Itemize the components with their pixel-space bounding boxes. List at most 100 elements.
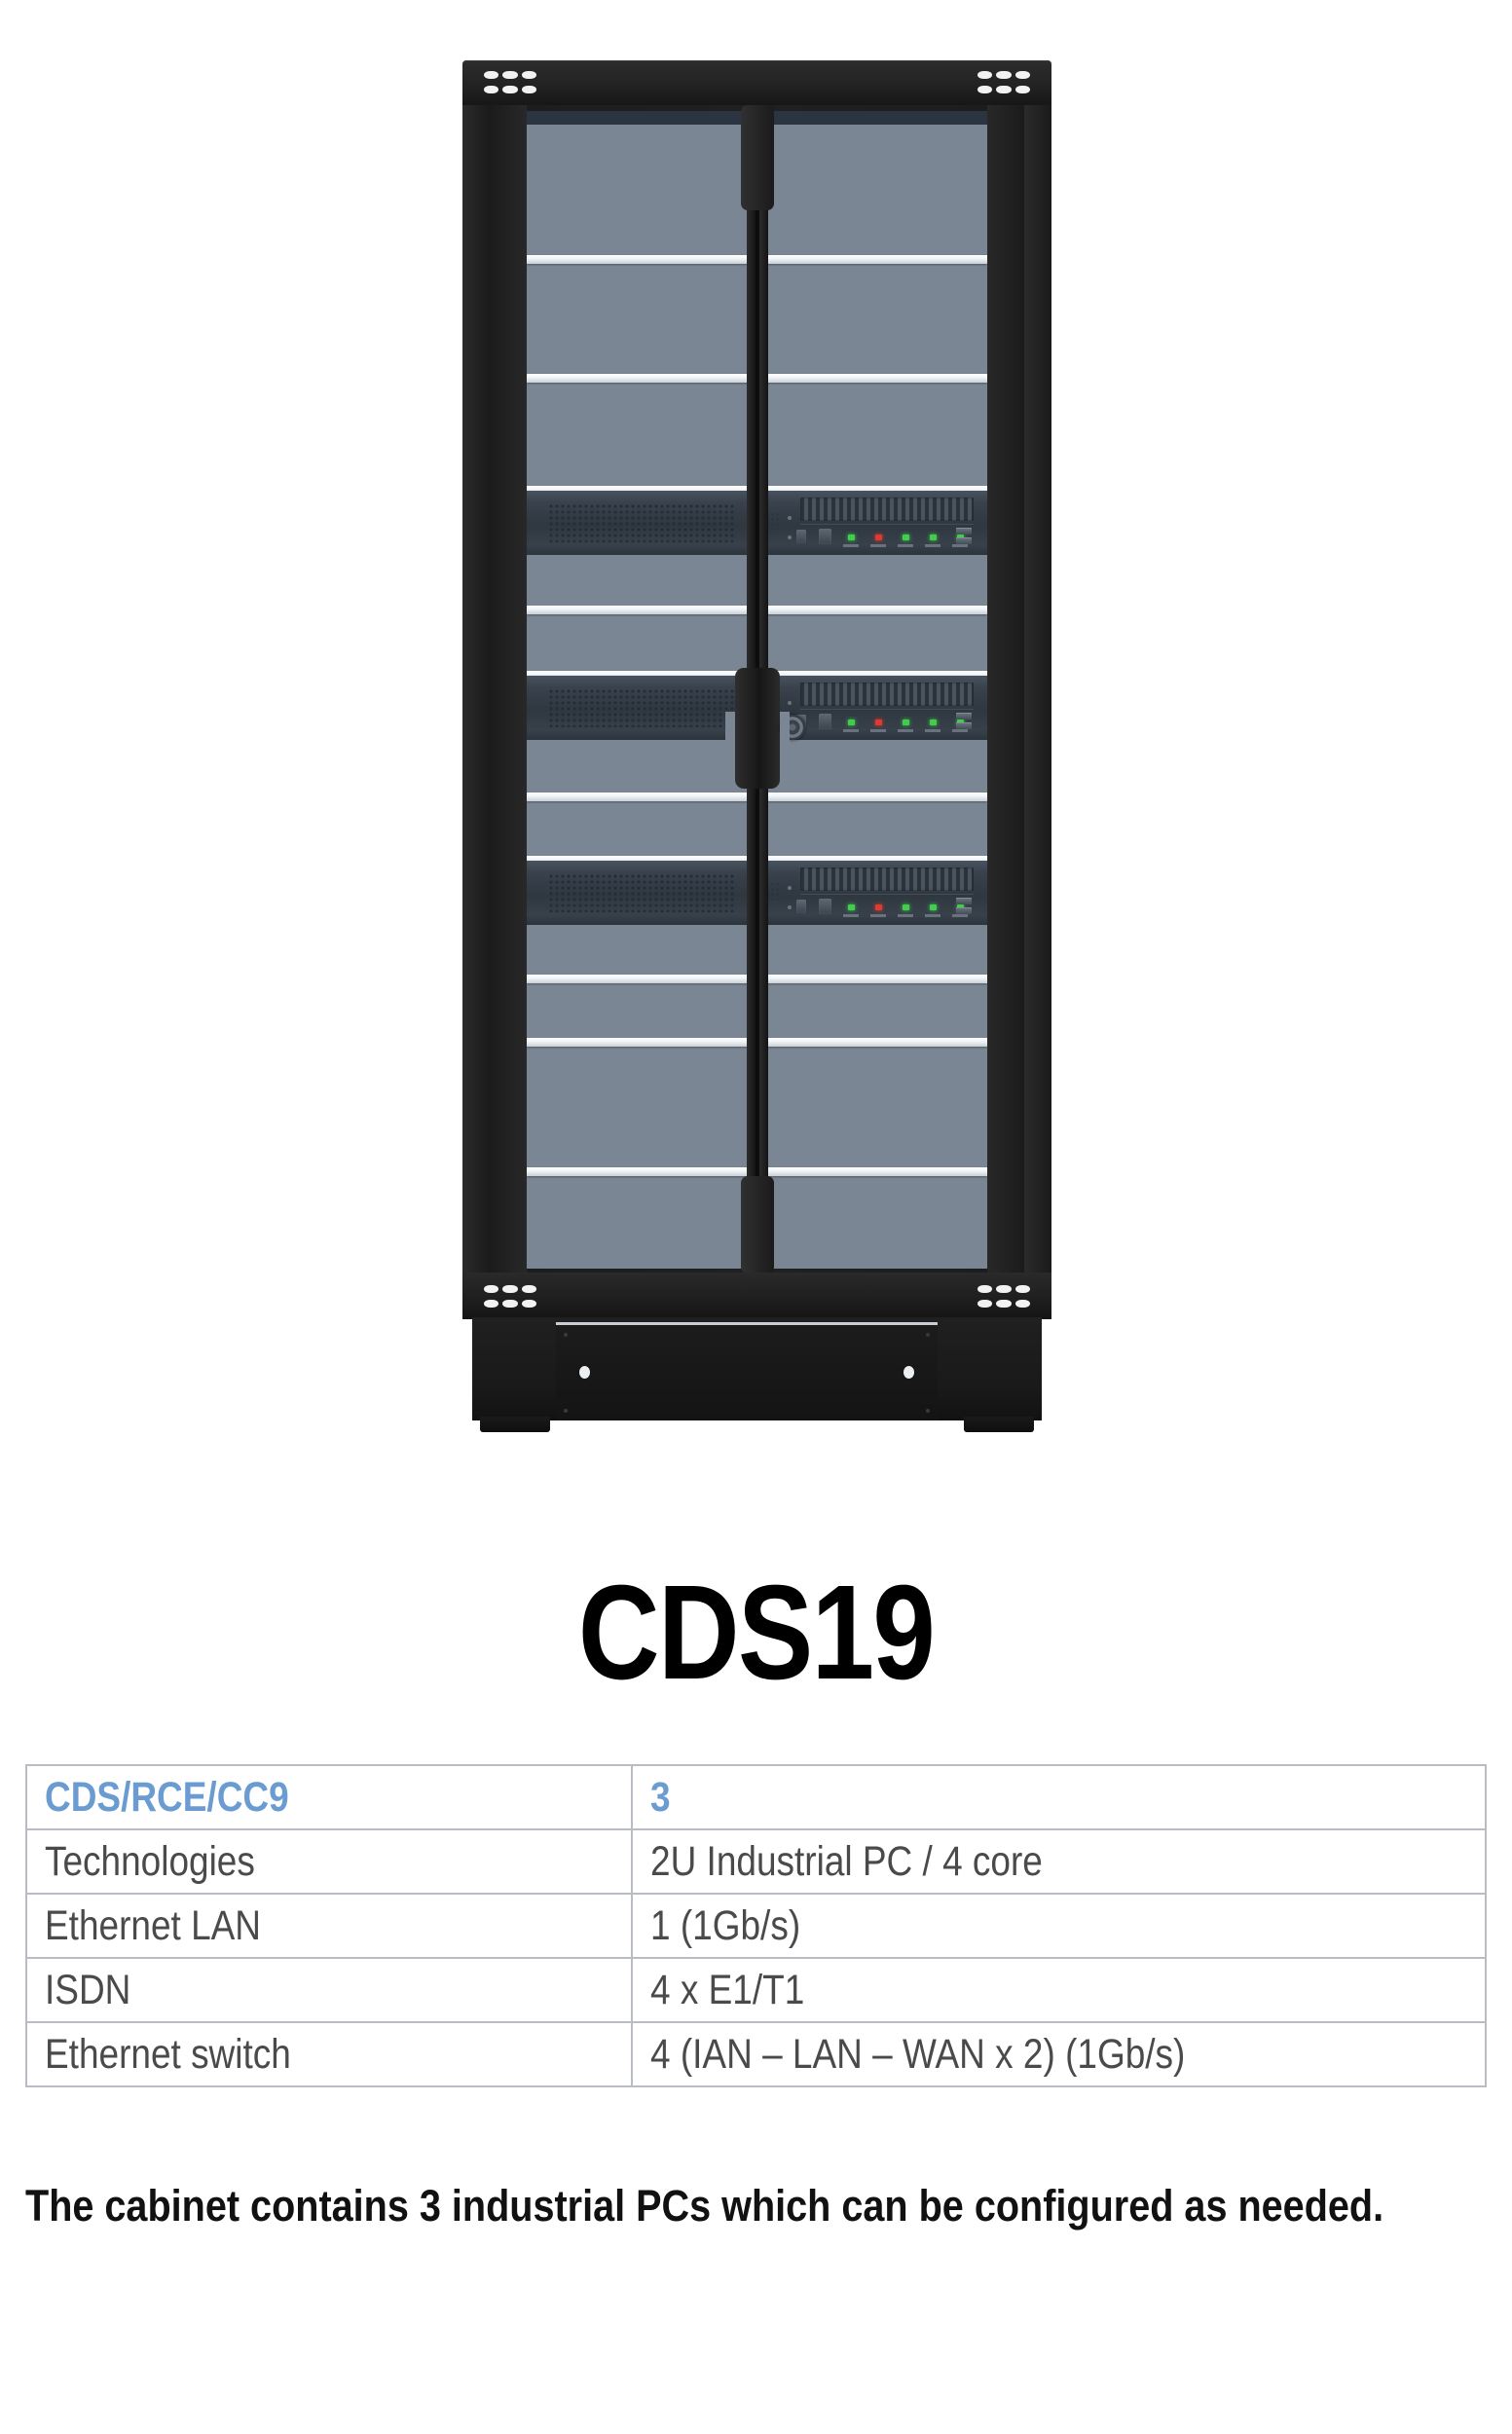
table-header-label: CDS/RCE/CC9 [45,1773,289,1821]
status-led-alarm [875,904,882,910]
usb-ports [956,713,972,732]
server-indicator-dot [788,516,792,520]
led-label [925,914,940,917]
server-fin-vent [800,867,974,891]
table-row: Technologies 2U Industrial PC / 4 core [25,1828,1487,1895]
door-center-gap [725,105,805,1274]
status-led-lan2 [930,719,937,725]
cabinet-top-cap [462,60,1051,107]
table-header-label-cell: CDS/RCE/CC9 [25,1764,633,1830]
power-button [796,900,806,913]
status-led-lan1 [903,535,909,540]
vent-holes-bottom-left [484,1285,536,1310]
spec-value: 1 (1Gb/s) [650,1901,801,1949]
door-hinge-bottom [741,1176,774,1273]
spec-label: Technologies [45,1837,255,1885]
server-indicator-dot [788,886,792,890]
frame-post-left-outer [462,105,490,1274]
status-led-lan1 [903,719,909,725]
reset-button [819,529,831,544]
vent-holes-top-left [484,71,536,96]
led-label [898,914,913,917]
spec-value: 2U Industrial PC / 4 core [650,1837,1043,1885]
led-label [843,914,859,917]
led-label [925,544,940,547]
spec-value: 4 x E1/T1 [650,1966,805,2013]
status-led-alarm [875,719,882,725]
spec-value-cell: 2U Industrial PC / 4 core [631,1828,1487,1895]
base-pin [926,1333,930,1337]
base-screw-left [579,1366,590,1379]
spec-label-cell: ISDN [25,1957,633,2023]
spec-value: 4 (IAN – LAN – WAN x 2) (1Gb/s) [650,2030,1186,2078]
frame-post-left-inner [490,105,527,1274]
server-mesh-vent [548,503,735,542]
base-screw-right [904,1366,914,1379]
specification-table: CDS/RCE/CC9 3 Technologies 2U Industrial… [25,1764,1487,2087]
led-label [843,729,859,732]
spec-label: Ethernet LAN [45,1901,262,1949]
vent-holes-top-right [977,71,1030,96]
rack-cabinet-illustration [462,60,1051,1511]
status-led-alarm [875,535,882,540]
status-led-lan2 [930,904,937,910]
door-lock-icon[interactable] [780,715,805,740]
table-header-value-cell: 3 [631,1764,1487,1830]
led-label [870,544,886,547]
table-header-value: 3 [650,1773,671,1821]
server-mesh-vent [548,688,735,727]
reset-button [819,714,831,729]
server-fin-vent [800,682,974,706]
spec-label: ISDN [45,1966,131,2013]
spec-value-cell: 4 (IAN – LAN – WAN x 2) (1Gb/s) [631,2021,1487,2087]
server-indicator-dot [788,701,792,705]
base-pin [926,1409,930,1413]
usb-ports [956,528,972,547]
base-pin [564,1409,568,1413]
led-label [952,544,968,547]
server-panel-divider [800,524,974,525]
cabinet-foot-left [480,1417,550,1432]
reset-button [819,899,831,914]
product-model-title: CDS19 [577,1558,936,1708]
frame-post-right-outer [1024,105,1051,1274]
spec-value-cell: 1 (1Gb/s) [631,1893,1487,1959]
vent-holes-bottom-right [977,1285,1030,1310]
door-hinge-top [741,105,774,210]
cabinet-bottom-cap [462,1272,1051,1319]
status-led-power [848,719,855,725]
led-label [898,729,913,732]
server-indicator-dot [788,905,792,909]
spec-label-cell: Technologies [25,1828,633,1895]
spec-label-cell: Ethernet switch [25,2021,633,2087]
led-label [952,729,968,732]
status-led-power [848,535,855,540]
usb-ports [956,898,972,917]
table-row: Ethernet LAN 1 (1Gb/s) [25,1893,1487,1959]
server-fin-vent [800,498,974,521]
spec-value-cell: 4 x E1/T1 [631,1957,1487,2023]
door-handle[interactable] [725,668,805,789]
table-header-row: CDS/RCE/CC9 3 [25,1764,1487,1830]
led-label [898,544,913,547]
led-label [870,729,886,732]
status-led-lan1 [903,904,909,910]
base-front-panel [556,1322,938,1420]
table-row: ISDN 4 x E1/T1 [25,1957,1487,2023]
server-panel-divider [800,709,974,710]
power-button [796,530,806,543]
led-label [843,544,859,547]
led-label [952,914,968,917]
server-mesh-vent [548,873,735,912]
status-led-lan2 [930,535,937,540]
product-image [462,60,1051,1511]
frame-post-right-inner [987,105,1024,1274]
cabinet-foot-right [964,1417,1034,1432]
footnote: The cabinet contains 3 industrial PCs wh… [25,2181,1487,2231]
footnote-text: The cabinet contains 3 industrial PCs wh… [25,2181,1384,2231]
server-panel-divider [800,894,974,895]
server-indicator-dot [788,535,792,539]
spec-label: Ethernet switch [45,2030,291,2078]
spec-label-cell: Ethernet LAN [25,1893,633,1959]
table-row: Ethernet switch 4 (IAN – LAN – WAN x 2) … [25,2021,1487,2087]
